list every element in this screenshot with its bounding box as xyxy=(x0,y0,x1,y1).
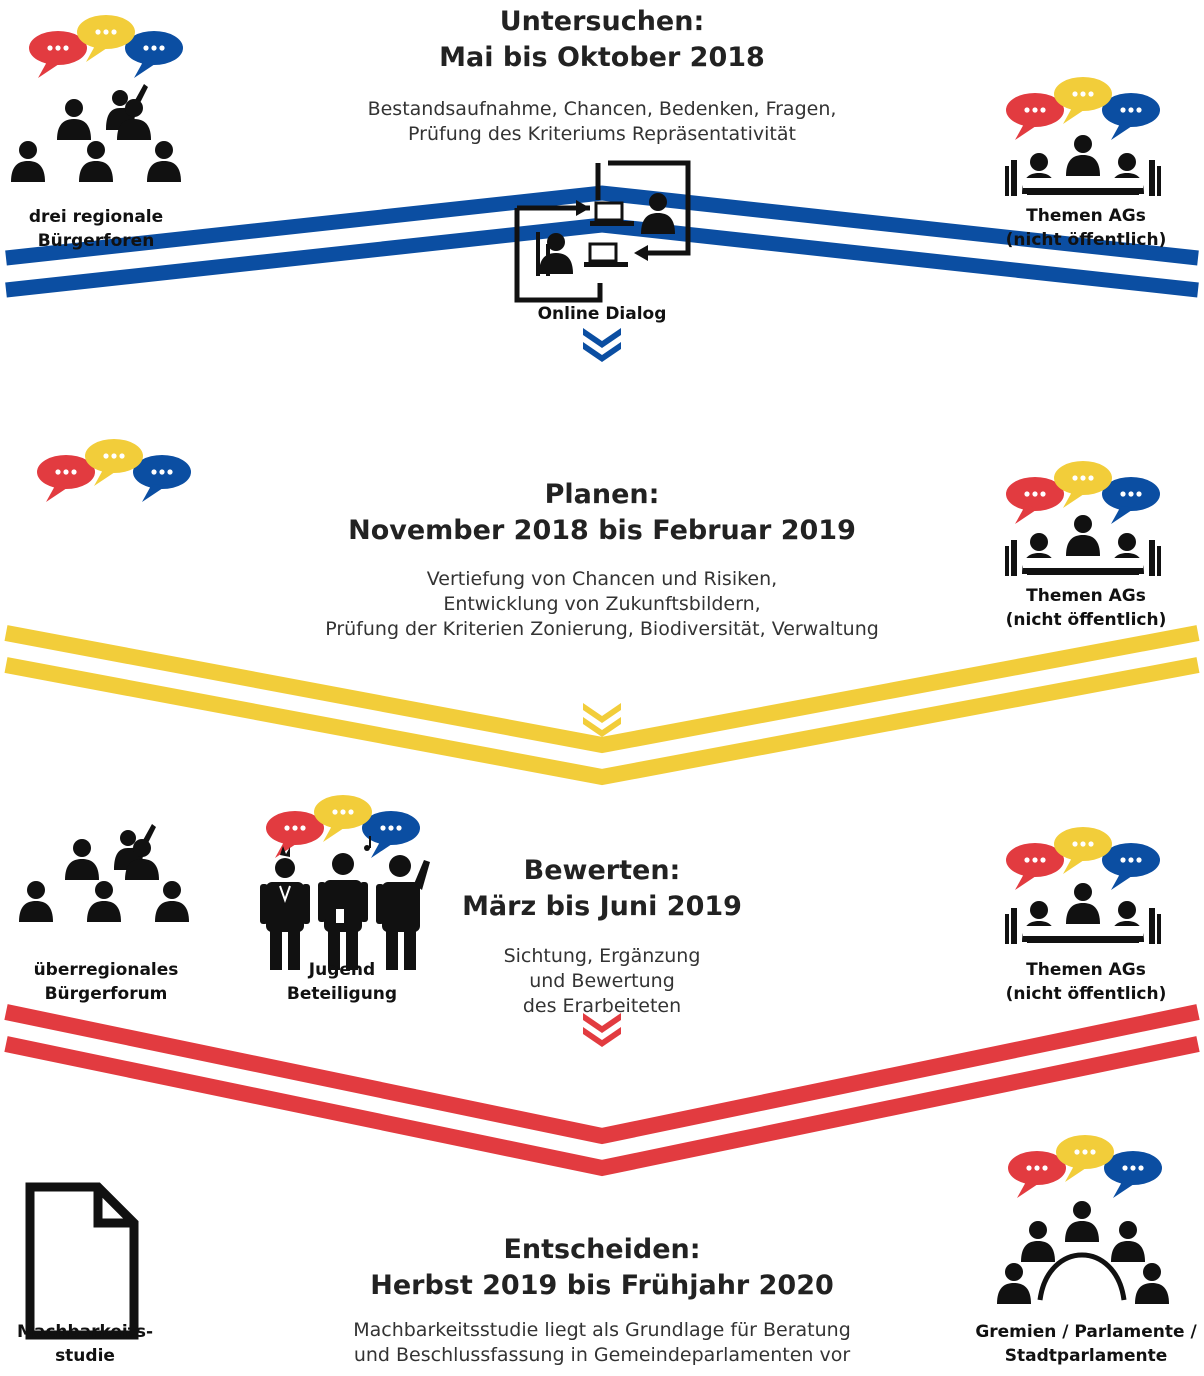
label-gremien: Gremien / Parlamente / Stadtparlamente xyxy=(975,1322,1197,1366)
phase-2-title: Planen: November 2018 bis Februar 2019 xyxy=(348,479,856,546)
online-dialog-icon xyxy=(514,160,691,303)
working-group-table-icon xyxy=(1005,77,1161,196)
phase-1-title: Untersuchen: Mai bis Oktober 2018 xyxy=(439,6,765,73)
label-buergerforen: drei regionale Bürgerforen xyxy=(28,207,164,251)
phase-4-description: Machbarkeitsstudie liegt als Grundlage f… xyxy=(353,1319,851,1366)
phase-3-title: Bewerten: März bis Juni 2019 xyxy=(462,855,742,922)
parliament-icon xyxy=(997,1135,1169,1304)
red-phase-band xyxy=(4,1004,1200,1177)
citizen-assembly-icon xyxy=(11,15,183,182)
label-online-dialog: Online Dialog xyxy=(537,304,667,324)
label-machbarkeitsstudie: Machbarkeits- studie xyxy=(16,1322,154,1366)
working-group-table-icon-2 xyxy=(1005,461,1161,576)
yellow-phase-band xyxy=(4,625,1200,786)
yellow-chevron-icon xyxy=(583,703,621,737)
label-themen-ags-2: Themen AGs (nicht öffentlich) xyxy=(1005,586,1167,630)
blue-chevron-icon xyxy=(583,328,621,362)
document-icon xyxy=(25,1182,139,1340)
youth-group-icon xyxy=(260,795,430,970)
working-group-table-icon-3 xyxy=(1005,827,1161,944)
phase-1-description: Bestandsaufnahme, Chancen, Bedenken, Fra… xyxy=(367,98,837,145)
phase-4-title: Entscheiden: Herbst 2019 bis Frühjahr 20… xyxy=(370,1234,834,1301)
phase-2-description: Vertiefung von Chancen und Risiken, Entw… xyxy=(325,568,879,640)
label-jugend: Jugend Beteiligung xyxy=(286,960,398,1004)
label-ueberregional: überregionales Bürgerforum xyxy=(33,960,179,1004)
label-themen-ags-1: Themen AGs (nicht öffentlich) xyxy=(1005,206,1167,250)
phase-3-description: Sichtung, Ergänzung und Bewertung des Er… xyxy=(503,945,701,1017)
label-themen-ags-3: Themen AGs (nicht öffentlich) xyxy=(1005,960,1167,1004)
